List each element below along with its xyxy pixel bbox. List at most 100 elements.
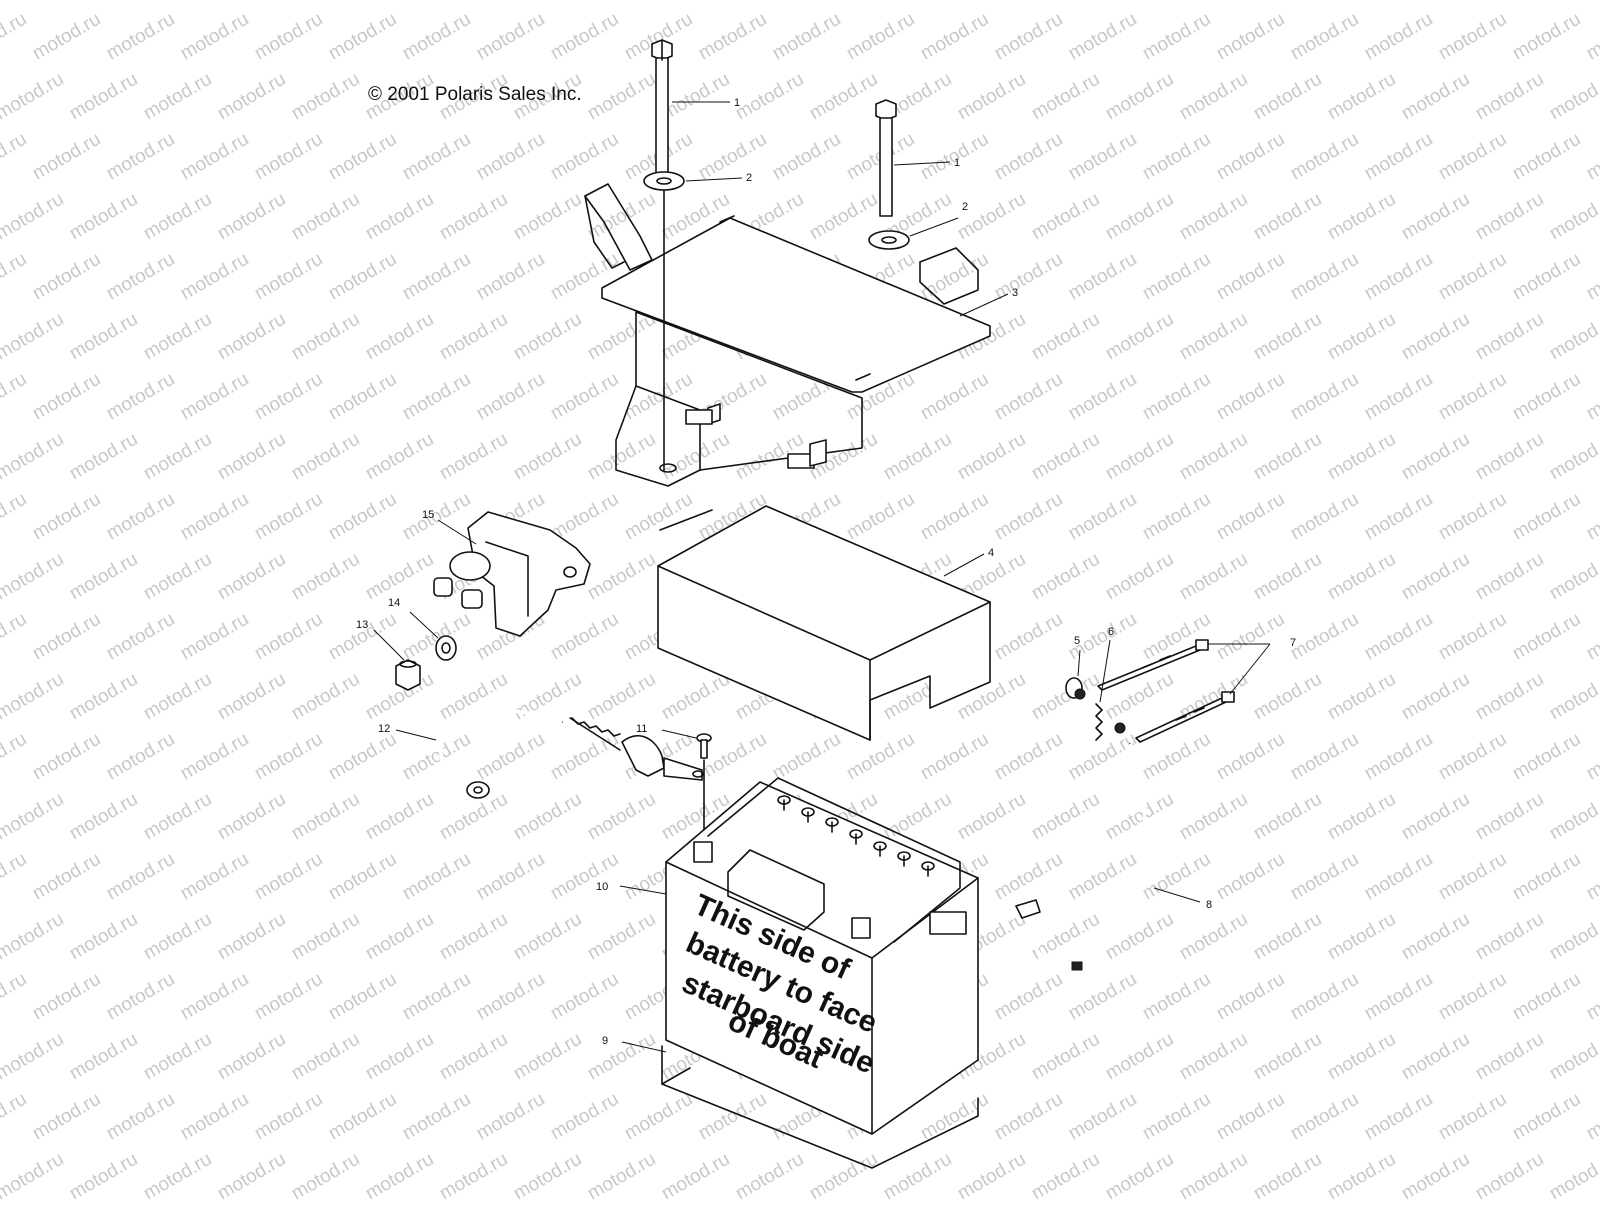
watermark: motod.ru: [732, 1149, 807, 1200]
watermark: motod.ru: [1472, 69, 1547, 125]
callout-11: 11: [636, 723, 647, 735]
watermark: motod.ru: [473, 729, 548, 785]
watermark: motod.ru: [1213, 489, 1288, 545]
watermark: motod.ru: [1250, 909, 1325, 965]
watermark: motod.ru: [214, 189, 289, 245]
watermark: motod.ru: [0, 369, 30, 425]
watermark: motod.ru: [177, 1089, 252, 1145]
watermark: motod.ru: [66, 309, 141, 365]
watermark: motod.ru: [177, 609, 252, 665]
watermark: motod.ru: [1398, 669, 1473, 725]
watermark: motod.ru: [288, 429, 363, 485]
watermark: motod.ru: [1250, 309, 1325, 365]
watermark: motod.ru: [1546, 1029, 1600, 1085]
watermark: motod.ru: [1287, 489, 1362, 545]
watermark: motod.ru: [66, 669, 141, 725]
cable-ties: [1097, 639, 1235, 743]
watermark: motod.ru: [251, 9, 326, 65]
watermark: motod.ru: [29, 249, 104, 305]
watermark: motod.ru: [1509, 729, 1584, 785]
callout-12: 12: [378, 723, 390, 735]
watermark: motod.ru: [584, 69, 659, 125]
callout-15: 15: [422, 509, 434, 521]
watermark: motod.ru: [103, 489, 178, 545]
watermark: motod.ru: [325, 609, 400, 665]
watermark: motod.ru: [658, 69, 733, 125]
watermark: motod.ru: [325, 969, 400, 1025]
watermark: motod.ru: [1028, 549, 1103, 605]
watermark: motod.ru: [1398, 429, 1473, 485]
watermark: motod.ru: [0, 0, 67, 4]
watermark: motod.ru: [1324, 1029, 1399, 1085]
watermark: motod.ru: [251, 1089, 326, 1145]
watermark: motod.ru: [1250, 669, 1325, 725]
watermark: motod.ru: [1398, 309, 1473, 365]
watermark: motod.ru: [1361, 849, 1436, 905]
watermark: motod.ru: [1324, 1149, 1399, 1200]
watermark: motod.ru: [0, 669, 67, 725]
watermark: motod.ru: [399, 369, 474, 425]
watermark: motod.ru: [584, 0, 659, 4]
watermark: motod.ru: [510, 189, 585, 245]
watermark: motod.ru: [695, 129, 770, 185]
watermark: motod.ru: [1435, 9, 1510, 65]
watermark: motod.ru: [1324, 909, 1399, 965]
starter-solenoid: [433, 511, 591, 637]
watermark: motod.ru: [177, 369, 252, 425]
watermark: motod.ru: [1546, 1149, 1600, 1200]
watermark: motod.ru: [1065, 729, 1140, 785]
watermark: motod.ru: [1102, 549, 1177, 605]
watermark: motod.ru: [1324, 429, 1399, 485]
watermark: motod.ru: [917, 249, 992, 305]
watermark: motod.ru: [66, 1029, 141, 1085]
vent-hose: [1015, 743, 1147, 971]
watermark: motod.ru: [66, 69, 141, 125]
watermark: motod.ru: [0, 729, 30, 785]
watermark: motod.ru: [658, 429, 733, 485]
nut: [395, 659, 421, 691]
callout-9: 9: [602, 1035, 608, 1047]
watermark: motod.ru: [1361, 1089, 1436, 1145]
watermark: motod.ru: [103, 969, 178, 1025]
watermark: motod.ru: [251, 969, 326, 1025]
watermark: motod.ru: [1435, 249, 1510, 305]
watermark: motod.ru: [0, 309, 67, 365]
watermark: motod.ru: [917, 9, 992, 65]
watermark: motod.ru: [1361, 489, 1436, 545]
watermark: motod.ru: [1213, 1089, 1288, 1145]
watermark: motod.ru: [880, 0, 955, 4]
watermark: motod.ru: [1065, 129, 1140, 185]
watermark: motod.ru: [1102, 909, 1177, 965]
watermark: motod.ru: [140, 1029, 215, 1085]
watermark: motod.ru: [1176, 189, 1251, 245]
watermark: motod.ru: [399, 129, 474, 185]
watermark: motod.ru: [1361, 609, 1436, 665]
watermark: motod.ru: [1139, 369, 1214, 425]
watermark: motod.ru: [510, 1149, 585, 1200]
watermark: motod.ru: [325, 369, 400, 425]
watermark: motod.ru: [1361, 729, 1436, 785]
watermark: motod.ru: [436, 309, 511, 365]
watermark: motod.ru: [584, 789, 659, 845]
watermark: motod.ru: [769, 129, 844, 185]
watermark: motod.ru: [399, 849, 474, 905]
callout-5: 5: [1074, 635, 1080, 647]
watermark: motod.ru: [1139, 9, 1214, 65]
watermark: motod.ru: [473, 369, 548, 425]
watermark: motod.ru: [66, 1149, 141, 1200]
watermark: motod.ru: [1287, 849, 1362, 905]
watermark: motod.ru: [325, 9, 400, 65]
watermark: motod.ru: [1472, 1029, 1547, 1085]
watermark: motod.ru: [769, 729, 844, 785]
watermark: motod.ru: [1472, 429, 1547, 485]
watermark: motod.ru: [1435, 969, 1510, 1025]
watermark: motod.ru: [1065, 1089, 1140, 1145]
watermark: motod.ru: [1250, 189, 1325, 245]
watermark: motod.ru: [547, 609, 622, 665]
watermark: motod.ru: [1546, 0, 1600, 4]
watermark: motod.ru: [325, 729, 400, 785]
watermark: motod.ru: [0, 69, 67, 125]
watermark: motod.ru: [880, 429, 955, 485]
watermark: motod.ru: [1176, 309, 1251, 365]
